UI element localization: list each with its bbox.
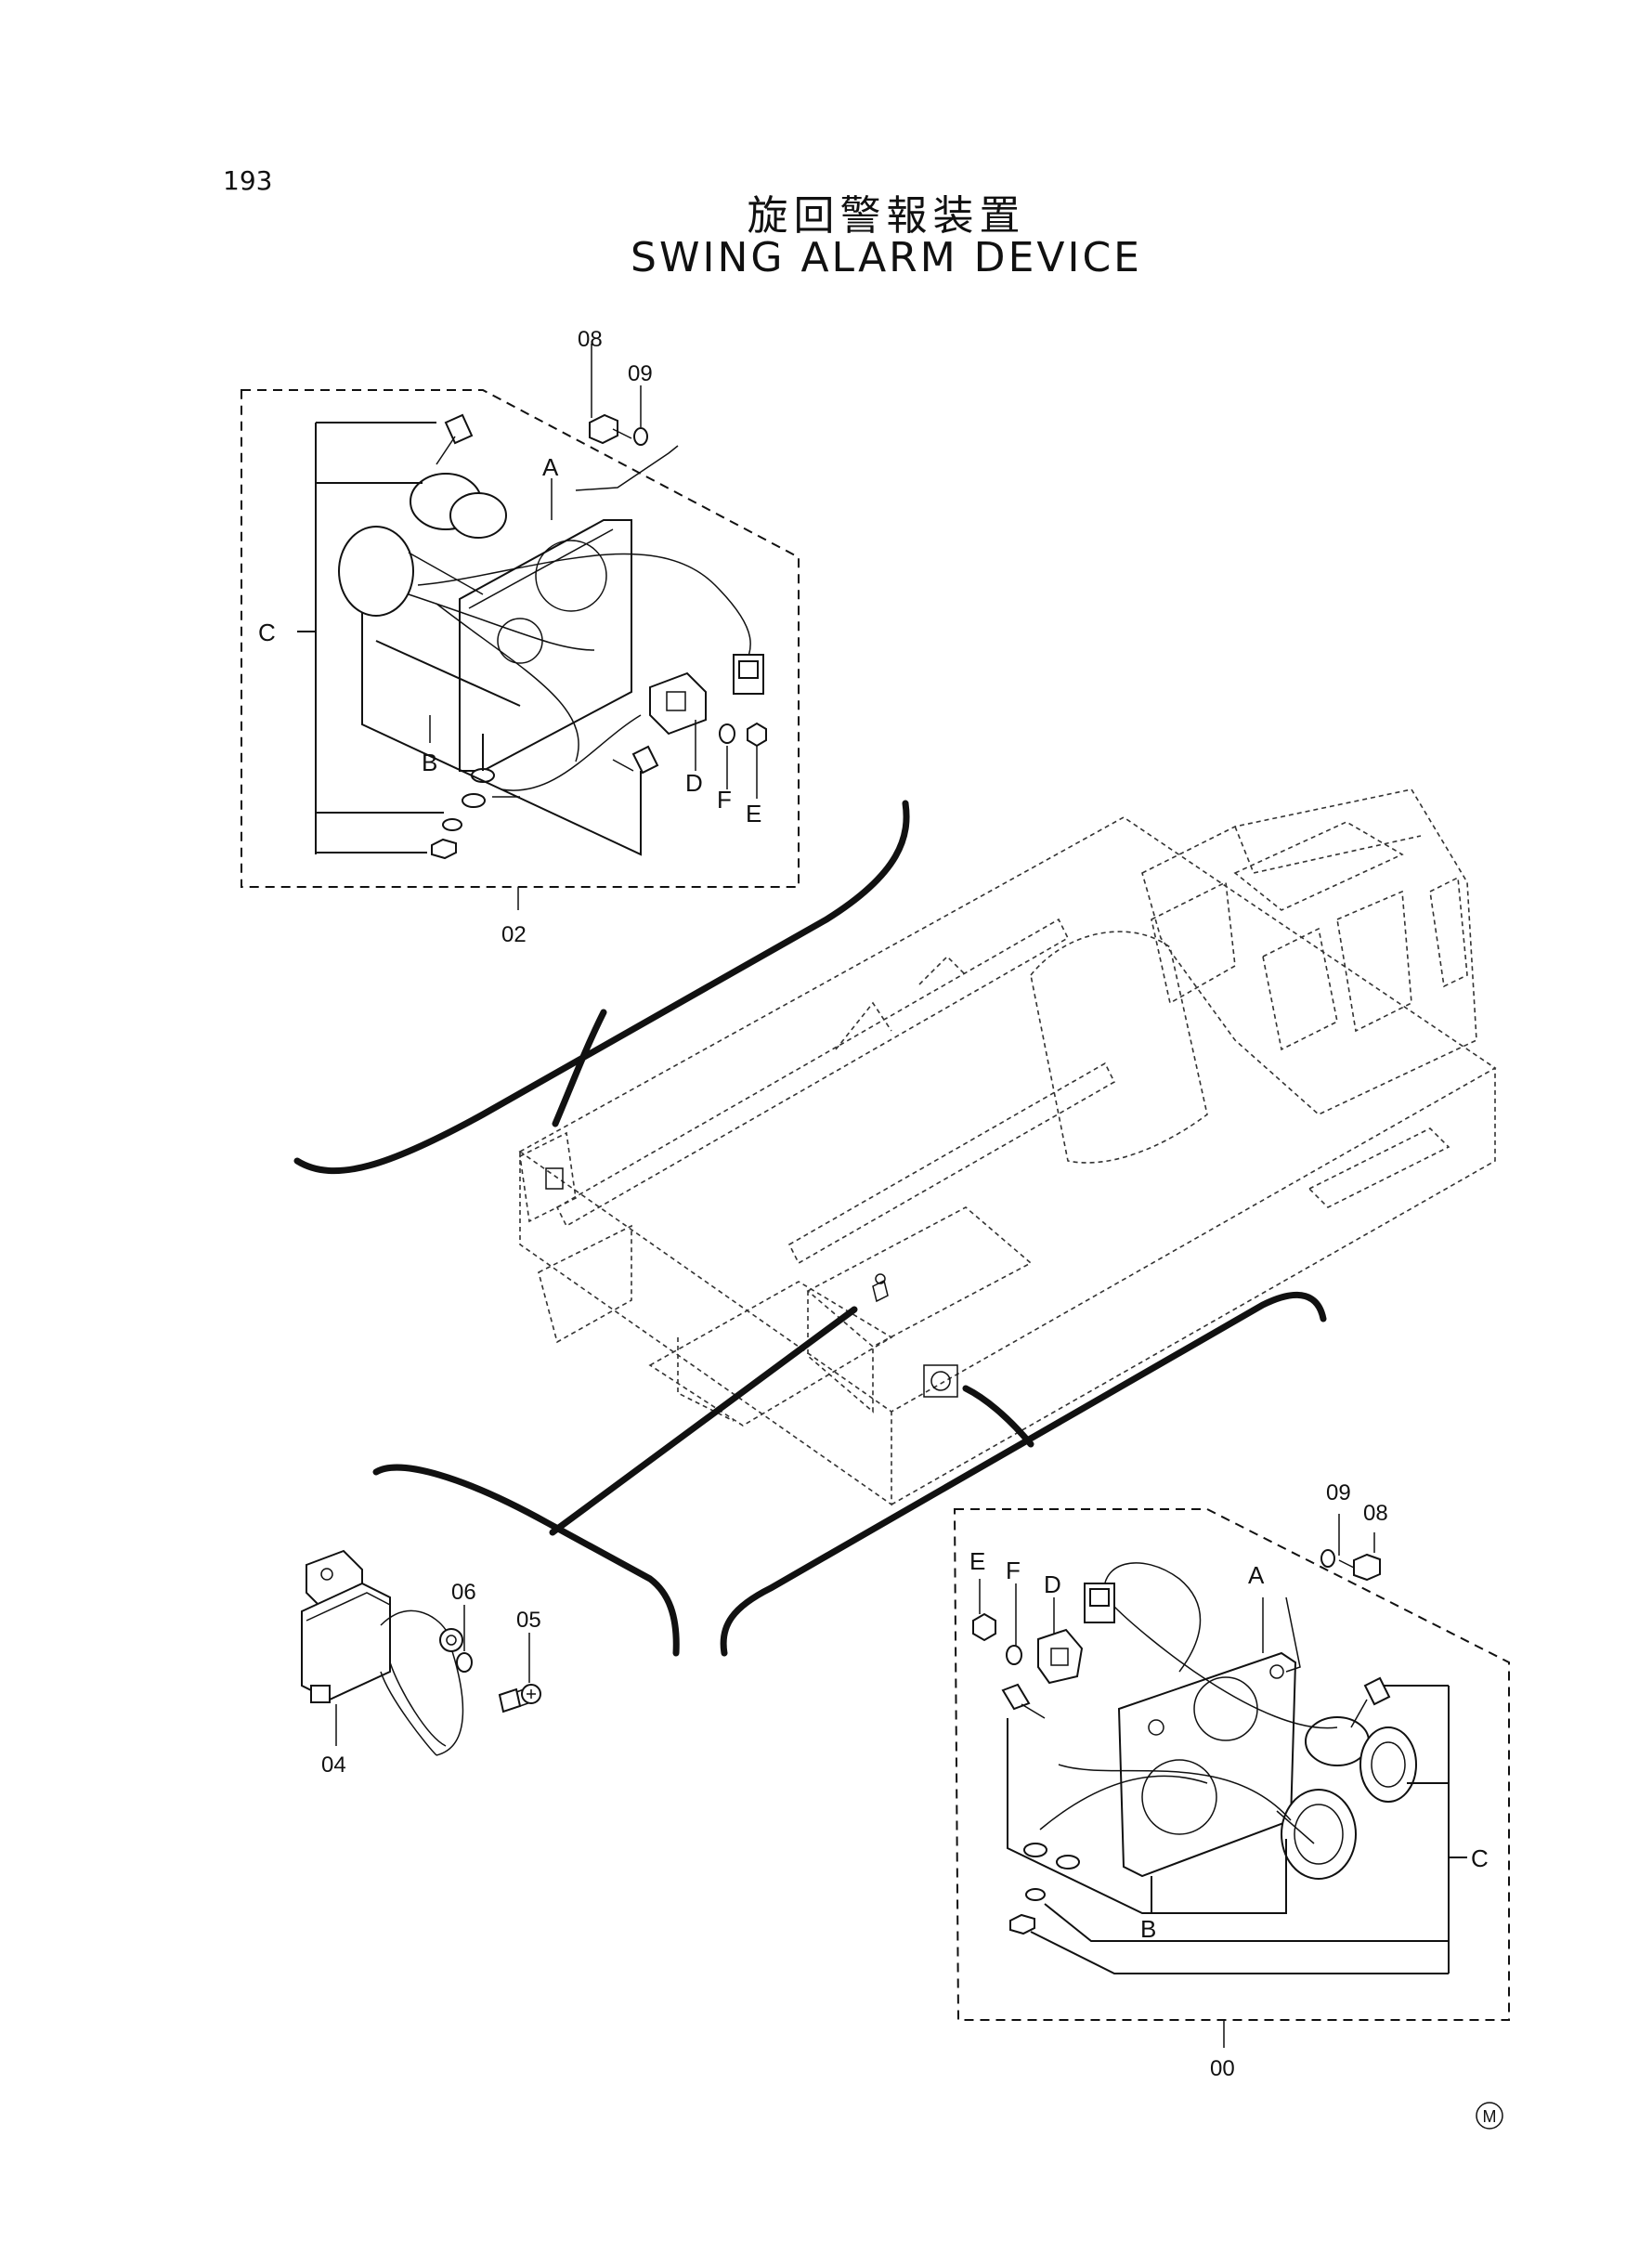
part-number-08-upper: 08 xyxy=(578,327,603,352)
part-number-08-lower: 08 xyxy=(1363,1501,1388,1526)
callout-e-lower: E xyxy=(969,1547,985,1575)
callout-a-lower: A xyxy=(1248,1561,1265,1589)
callout-c-upper: C xyxy=(258,619,276,646)
callout-d-lower: D xyxy=(1044,1570,1061,1598)
callout-f-lower: F xyxy=(1006,1557,1021,1584)
assembly-02-drawing xyxy=(241,344,800,910)
callout-d-upper: D xyxy=(685,769,703,797)
callout-a-upper: A xyxy=(542,453,559,481)
callout-c-lower: C xyxy=(1471,1844,1489,1872)
assembly-number-02: 02 xyxy=(501,922,527,947)
part-number-05: 05 xyxy=(516,1608,541,1633)
m-mark: M xyxy=(1476,2102,1503,2130)
excavator-body-drawing xyxy=(518,788,1497,1506)
page-number: 193 xyxy=(223,165,273,196)
assembly-number-00: 00 xyxy=(1210,2056,1235,2081)
part-number-06: 06 xyxy=(451,1580,476,1605)
relay-group-drawing xyxy=(301,1549,541,1756)
part-number-04: 04 xyxy=(321,1752,346,1778)
title-english: SWING ALARM DEVICE xyxy=(631,234,1142,281)
assembly-00-drawing xyxy=(953,1508,1510,2048)
title-japanese: 旋回警報装置 xyxy=(747,192,1026,240)
callout-e-upper: E xyxy=(746,800,761,827)
pointer-brackets xyxy=(293,800,1327,1657)
part-number-09-upper: 09 xyxy=(628,361,653,386)
part-number-09-lower: 09 xyxy=(1326,1480,1351,1505)
callout-f-upper: F xyxy=(717,786,732,814)
callout-b-lower: B xyxy=(1140,1915,1156,1943)
callout-b-upper: B xyxy=(422,749,437,776)
m-mark-letter: M xyxy=(1483,2107,1497,2126)
